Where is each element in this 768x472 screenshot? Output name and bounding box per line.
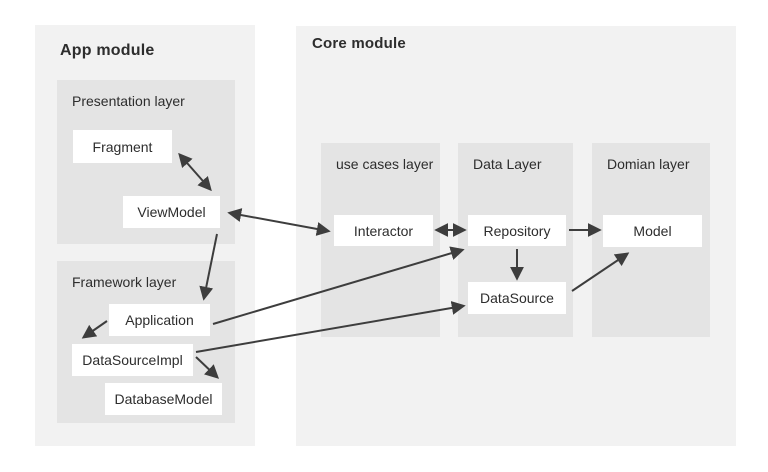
node-fragment: Fragment bbox=[73, 130, 172, 163]
layer-framework-label: Framework layer bbox=[72, 274, 177, 290]
node-application: Application bbox=[109, 304, 210, 336]
node-interactor: Interactor bbox=[334, 215, 433, 246]
node-datasource: DataSource bbox=[468, 282, 566, 314]
module-core-title: Core module bbox=[312, 35, 406, 52]
layer-data-label: Data Layer bbox=[473, 156, 542, 172]
layer-domain-label: Domian layer bbox=[607, 156, 690, 172]
module-app-title: App module bbox=[60, 42, 155, 59]
node-databasemodel: DatabaseModel bbox=[105, 383, 222, 415]
node-model: Model bbox=[603, 215, 702, 247]
layer-presentation-label: Presentation layer bbox=[72, 93, 185, 109]
layer-use-cases-label: use cases layer bbox=[336, 156, 434, 172]
node-datasourceimpl: DataSourceImpl bbox=[72, 344, 193, 376]
node-repository: Repository bbox=[468, 215, 566, 246]
node-viewmodel: ViewModel bbox=[123, 196, 220, 228]
